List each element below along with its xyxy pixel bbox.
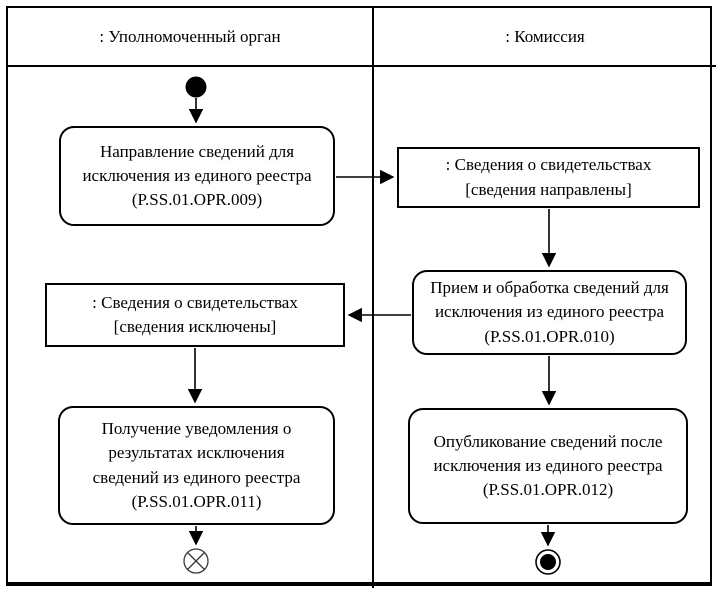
activity-label-line: исключения из единого реестра — [82, 165, 312, 185]
activity-opr012: Опубликование сведений после исключения … — [408, 408, 688, 524]
activity-label-line: Направление сведений для — [99, 141, 295, 161]
activity-label-line: (P.SS.01.OPR.009) — [131, 190, 263, 210]
activity-label-line: (P.SS.01.OPR.011) — [131, 491, 262, 511]
activity-label-line: сведений из единого реестра — [92, 467, 301, 487]
lane-header-authorized-body: : Уполномоченный орган — [8, 8, 372, 65]
activity-label-line: исключения из единого реестра — [433, 455, 663, 475]
activity-label-line: исключения из единого реестра — [434, 302, 665, 322]
lane-title: : Уполномоченный орган — [99, 26, 281, 46]
activity-opr009: Направление сведений для исключения из е… — [59, 126, 335, 226]
object-node-svedeniya-isklyucheny: : Сведения о свидетельствах [сведения ис… — [45, 283, 345, 347]
lane-header-commission: : Комиссия — [374, 8, 716, 65]
activity-label-line: (P.SS.01.OPR.012) — [482, 480, 614, 500]
diagram-frame — [6, 6, 712, 586]
activity-opr010: Прием и обработка сведений для исключени… — [412, 270, 687, 355]
activity-label-line: результатах исключения — [108, 443, 285, 463]
object-label-line: : Сведения о свидетельствах — [445, 155, 652, 175]
swimlane-divider — [372, 8, 374, 588]
object-label-line: [сведения исключены] — [113, 317, 277, 336]
activity-label-line: Получение уведомления о — [101, 419, 292, 439]
activity-label-line: Прием и обработка сведений для — [430, 278, 669, 298]
object-label-line: [сведения направлены] — [465, 179, 632, 199]
activity-label-line: (P.SS.01.OPR.010) — [484, 326, 615, 346]
lane-title: : Комиссия — [505, 26, 585, 46]
object-node-svedeniya-napravleny: : Сведения о свидетельствах [сведения на… — [397, 147, 700, 208]
activity-opr011: Получение уведомления о результатах искл… — [58, 406, 335, 525]
activity-label-line: Опубликование сведений после — [433, 431, 663, 451]
lane-header-separator — [8, 65, 716, 67]
object-label-line: : Сведения о свидетельствах — [92, 292, 298, 312]
